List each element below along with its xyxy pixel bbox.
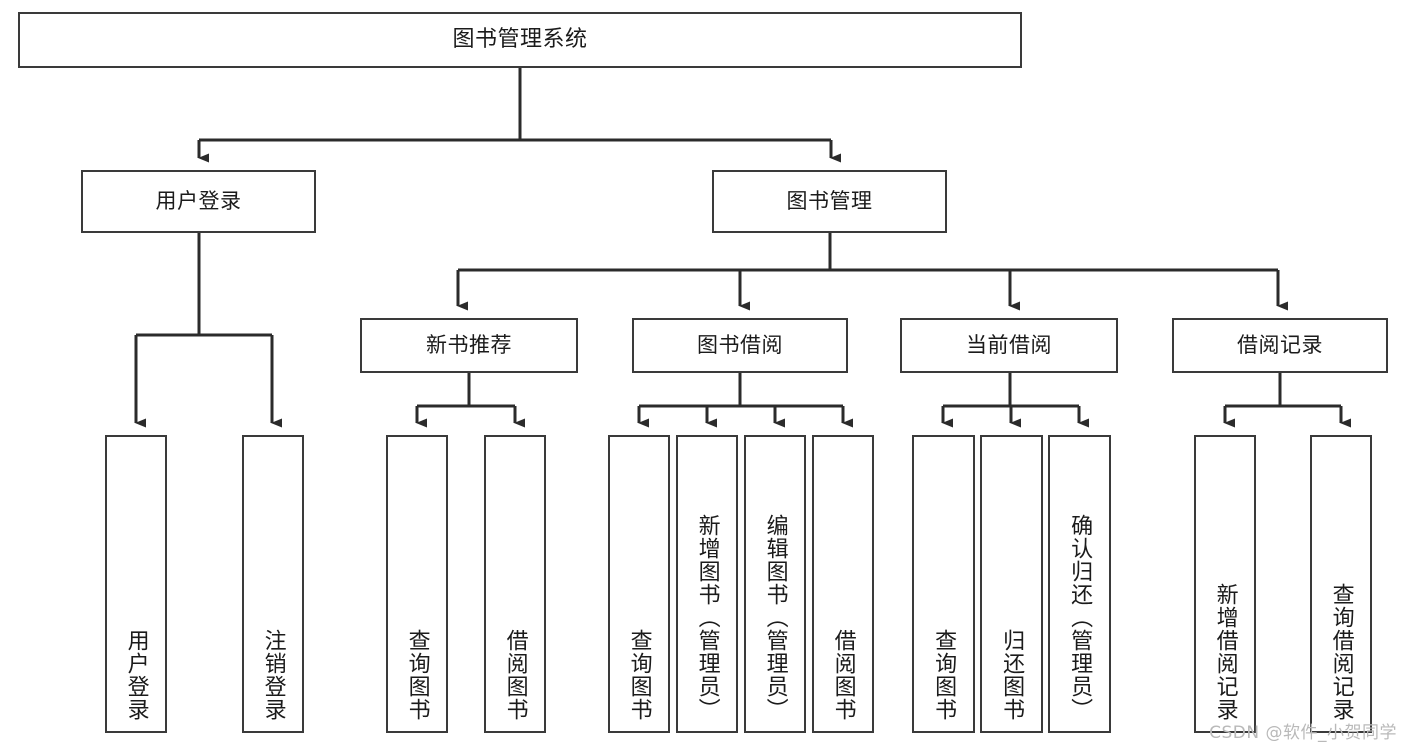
- node-leaf-add-book[interactable]: 新增图书（管理员）: [676, 435, 738, 733]
- node-leaf-confirm-return-label: 确认归还（管理员）: [1067, 514, 1093, 721]
- node-book-borrow-label: 图书借阅: [697, 333, 783, 358]
- node-new-book-recommend[interactable]: 新书推荐: [360, 318, 578, 373]
- node-borrow-record-label: 借阅记录: [1237, 333, 1323, 358]
- node-leaf-query-borrow-record[interactable]: 查询借阅记录: [1310, 435, 1372, 733]
- node-leaf-query-borrow-record-label: 查询借阅记录: [1328, 583, 1354, 721]
- node-leaf-query-book-3-label: 查询图书: [931, 629, 957, 721]
- node-leaf-query-book-2-label: 查询图书: [626, 629, 652, 721]
- node-leaf-query-book-3[interactable]: 查询图书: [912, 435, 975, 733]
- node-root[interactable]: 图书管理系统: [18, 12, 1022, 68]
- node-leaf-query-book-1-label: 查询图书: [404, 629, 430, 721]
- node-leaf-query-book-1[interactable]: 查询图书: [386, 435, 448, 733]
- node-leaf-borrow-book-2-label: 借阅图书: [830, 629, 856, 721]
- node-leaf-user-login-label: 用户登录: [123, 629, 149, 721]
- node-leaf-add-borrow-record-label: 新增借阅记录: [1212, 583, 1238, 721]
- node-leaf-borrow-book-1-label: 借阅图书: [502, 629, 528, 721]
- node-leaf-user-login[interactable]: 用户登录: [105, 435, 167, 733]
- node-leaf-return-book[interactable]: 归还图书: [980, 435, 1043, 733]
- node-leaf-edit-book-label: 编辑图书（管理员）: [762, 514, 788, 721]
- node-book-borrow[interactable]: 图书借阅: [632, 318, 848, 373]
- node-leaf-confirm-return[interactable]: 确认归还（管理员）: [1048, 435, 1111, 733]
- node-user-login[interactable]: 用户登录: [81, 170, 316, 233]
- node-leaf-borrow-book-1[interactable]: 借阅图书: [484, 435, 546, 733]
- node-leaf-query-book-2[interactable]: 查询图书: [608, 435, 670, 733]
- node-leaf-user-logout[interactable]: 注销登录: [242, 435, 304, 733]
- node-leaf-user-logout-label: 注销登录: [260, 629, 286, 721]
- node-leaf-add-book-label: 新增图书（管理员）: [694, 514, 720, 721]
- node-new-book-recommend-label: 新书推荐: [426, 333, 512, 358]
- node-leaf-borrow-book-2[interactable]: 借阅图书: [812, 435, 874, 733]
- node-borrow-record[interactable]: 借阅记录: [1172, 318, 1388, 373]
- node-current-borrow[interactable]: 当前借阅: [900, 318, 1118, 373]
- node-book-manage[interactable]: 图书管理: [712, 170, 947, 233]
- node-book-manage-label: 图书管理: [786, 189, 873, 214]
- node-leaf-return-book-label: 归还图书: [999, 629, 1025, 721]
- node-leaf-edit-book[interactable]: 编辑图书（管理员）: [744, 435, 806, 733]
- watermark-text: CSDN @软件_小贺同学: [1209, 723, 1397, 743]
- node-current-borrow-label: 当前借阅: [966, 333, 1052, 358]
- node-user-login-label: 用户登录: [155, 189, 242, 214]
- node-leaf-add-borrow-record[interactable]: 新增借阅记录: [1194, 435, 1256, 733]
- node-root-label: 图书管理系统: [452, 27, 588, 53]
